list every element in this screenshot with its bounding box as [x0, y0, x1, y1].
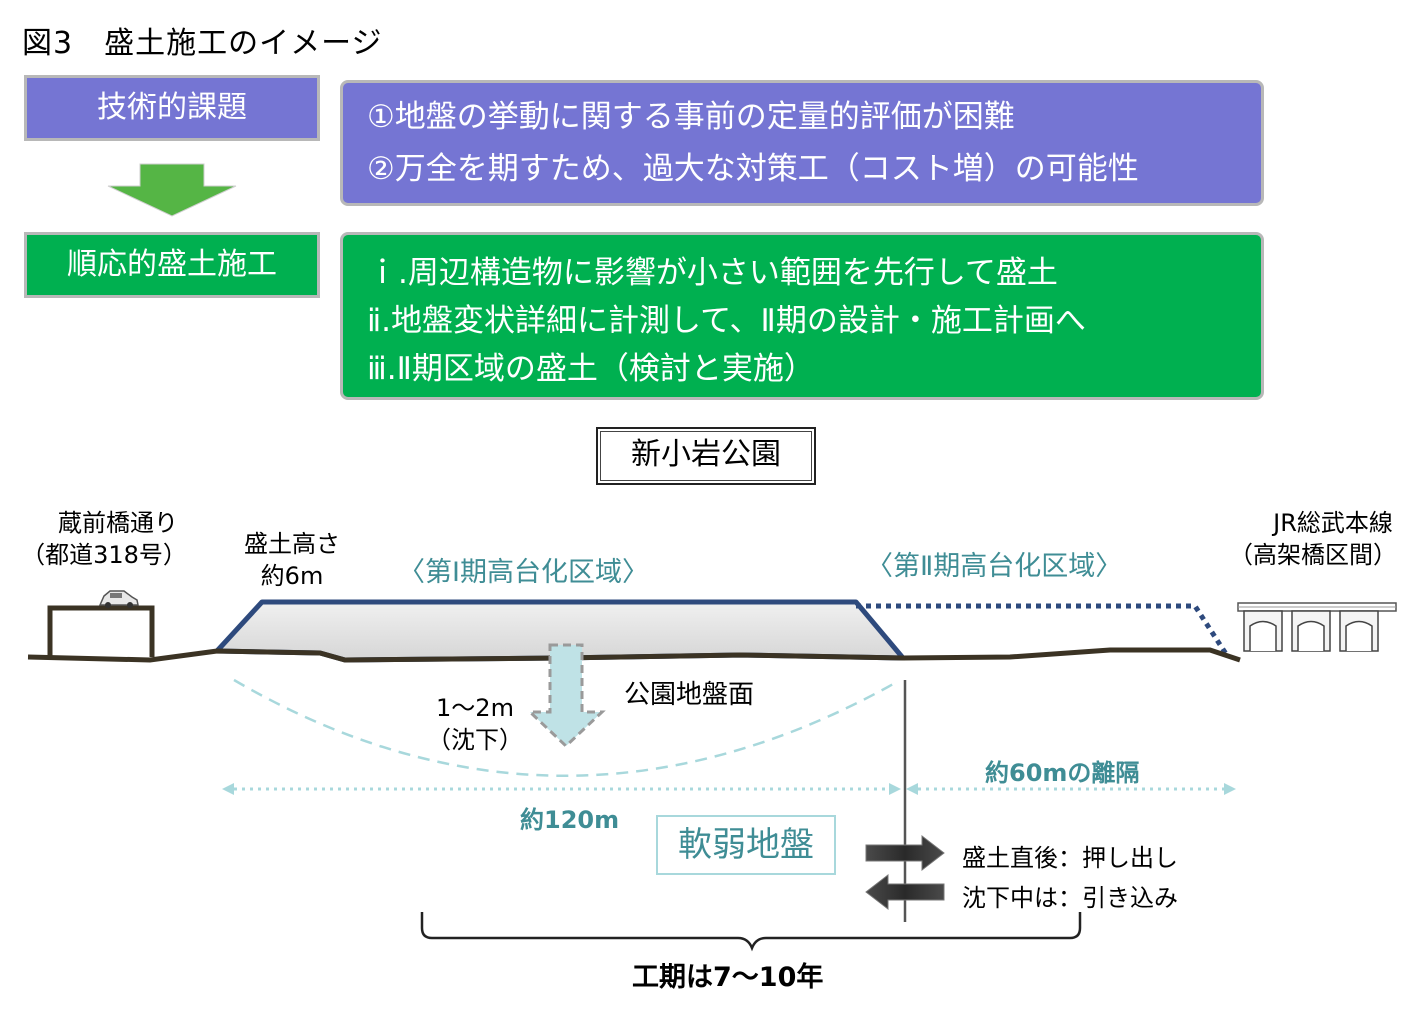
dimension-120m — [222, 783, 901, 795]
road-label: 蔵前橋通り （都道318号） — [21, 507, 208, 571]
ground-line — [27, 647, 1241, 663]
rail-label-line-2: （高架橋区間） — [1229, 541, 1397, 569]
road-label-line-1: 蔵前橋通り — [58, 509, 178, 537]
fill-height-label: 盛土高さ 約6m — [236, 528, 348, 592]
step-line-3: ⅲ.Ⅱ期区域の盛土（検討と実施） — [367, 351, 815, 387]
fill-height-line-2: 約6m — [260, 562, 324, 590]
car-icon — [98, 590, 139, 608]
road-label-line-2: （都道318号） — [21, 541, 187, 569]
soft-ground-label: 軟弱地盤 — [656, 815, 836, 875]
settlement-line-1: 1～2m — [436, 694, 514, 722]
method-label: 順応的盛土施工 — [24, 232, 320, 298]
figure-title: 図3 盛土施工のイメージ — [22, 26, 383, 61]
dimension-120m-label: 約120m — [520, 806, 620, 834]
zone1-label: 〈第Ⅰ期高台化区域〉 — [398, 557, 649, 588]
down-arrow-icon — [107, 163, 237, 217]
duration-label: 工期は7～10年 — [632, 962, 824, 993]
issue-box: ①地盤の挙動に関する事前の定量的評価が困難 ②万全を期すため、過大な対策工（コス… — [340, 80, 1264, 206]
rail-label-line-1: JR総武本線 — [1273, 509, 1393, 537]
push-out-arrow-icon — [865, 834, 945, 872]
dimension-60m — [906, 783, 1236, 795]
zone2-label: 〈第Ⅱ期高台化区域〉 — [866, 551, 1123, 582]
push-out-label: 盛土直後：押し出し — [962, 844, 1178, 872]
rail-label: JR総武本線 （高架橋区間） — [1218, 507, 1408, 571]
issue-label: 技術的課題 — [24, 75, 320, 141]
ground-surface-label: 公園地盤面 — [624, 680, 755, 710]
step-line-1: ｉ.周辺構造物に影響が小さい範囲を先行して盛土 — [367, 255, 1058, 291]
duration-brace — [420, 912, 1082, 952]
settlement-arrow-icon — [526, 643, 606, 749]
step-line-2: ⅱ.地盤変状詳細に計測して、Ⅱ期の設計・施工計画へ — [367, 303, 1086, 339]
steps-box: ｉ.周辺構造物に影響が小さい範囲を先行して盛土 ⅱ.地盤変状詳細に計測して、Ⅱ期… — [340, 232, 1264, 400]
pull-in-label: 沈下中は：引き込み — [962, 884, 1178, 912]
embankment-phase2-outline — [856, 603, 1231, 659]
park-name: 新小岩公園 — [596, 427, 816, 485]
dimension-60m-label: 約60mの離隔 — [985, 759, 1140, 787]
settlement-arc — [233, 678, 896, 777]
fill-height-line-1: 盛土高さ — [244, 530, 340, 558]
settlement-label: 1～2m （沈下） — [420, 692, 530, 756]
road-structure — [47, 605, 155, 657]
viaduct-icon — [1237, 602, 1397, 652]
issue-line-2: ②万全を期すため、過大な対策工（コスト増）の可能性 — [367, 151, 1139, 187]
settlement-line-2: （沈下） — [427, 726, 523, 754]
pull-in-arrow-icon — [865, 873, 945, 911]
issue-line-1: ①地盤の挙動に関する事前の定量的評価が困難 — [367, 99, 1015, 135]
